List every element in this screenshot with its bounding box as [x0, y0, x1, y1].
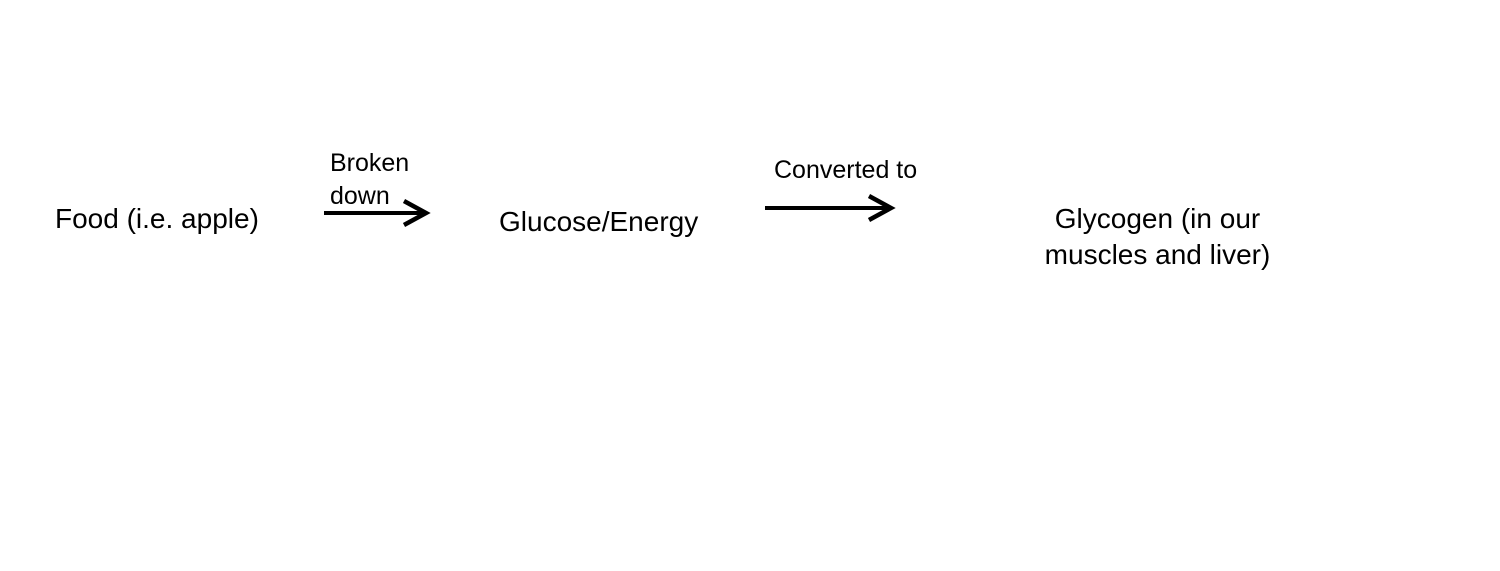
node-food: Food (i.e. apple)	[55, 203, 259, 234]
arrow-glucose-to-glycogen	[765, 194, 896, 222]
edge-label-converted-to: Converted to	[774, 156, 918, 184]
node-glucose: Glucose/Energy	[499, 206, 699, 237]
arrow-food-to-glucose	[324, 199, 431, 227]
edge-label-broken-down: Broken down	[330, 149, 410, 210]
node-glycogen: Glycogen (in our muscles and liver)	[1044, 203, 1271, 270]
